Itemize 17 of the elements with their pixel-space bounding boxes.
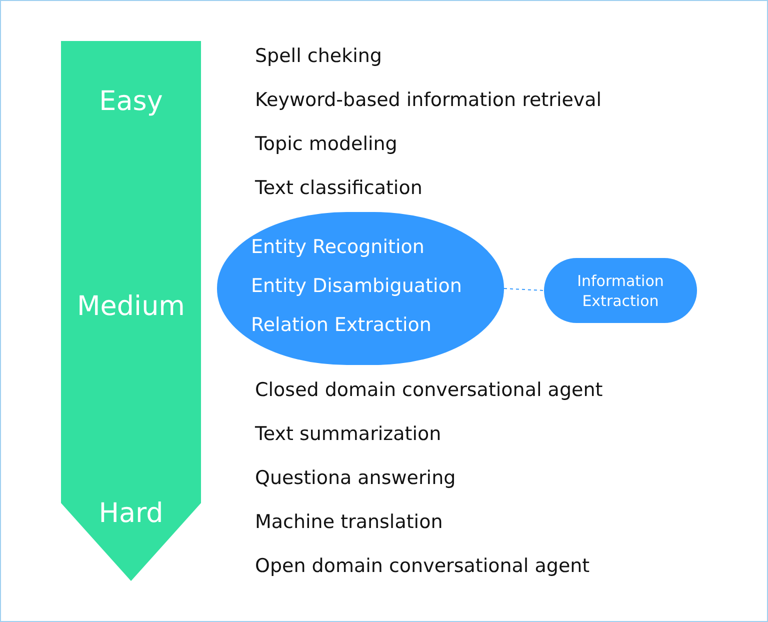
difficulty-level: Medium — [76, 291, 186, 322]
dashed-connector — [504, 288, 544, 291]
task-text: Relation Extraction — [251, 314, 432, 336]
difficulty-level: Easy — [98, 86, 164, 117]
task-text: Spell cheking — [255, 45, 382, 67]
task-text: Text summarization — [255, 423, 442, 445]
task-text: Questiona answering — [255, 467, 456, 489]
task-text: Open domain conversational agent — [255, 555, 590, 577]
task-text: Keyword-based information retrieval — [255, 89, 602, 111]
task-text: Machine translation — [255, 511, 443, 533]
task-text: Closed domain conversational agent — [255, 379, 603, 401]
task-text: Text classification — [255, 177, 422, 199]
task-text: Topic modeling — [255, 133, 398, 155]
task-text: Entity Recognition — [251, 236, 424, 258]
task-text: Entity Disambiguation — [251, 275, 462, 297]
difficulty-level: Hard — [98, 498, 164, 529]
category-label: Information Extraction — [576, 270, 665, 310]
